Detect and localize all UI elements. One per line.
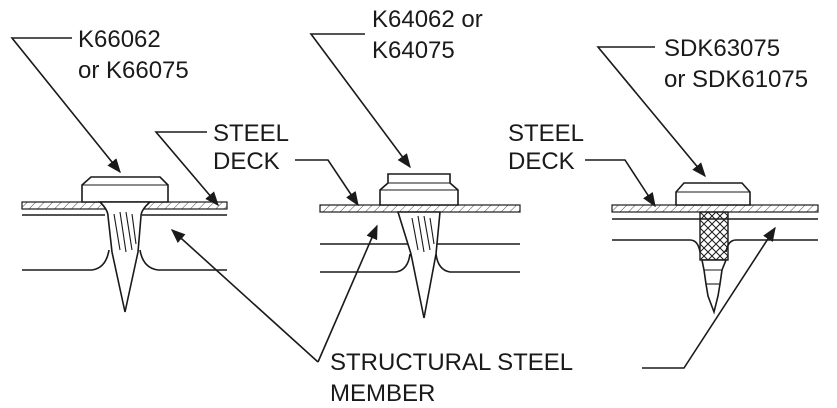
fastener-1-label-line2: or K66075	[78, 57, 189, 84]
steel-deck-2-label-line2: DECK	[508, 148, 575, 175]
fastener-3-label-line1: SDK63075	[664, 35, 780, 62]
fastener-3-knurl	[699, 211, 729, 261]
fastener-1-label-line1: K66062	[78, 26, 161, 53]
steel-deck-3	[611, 204, 819, 213]
fastener-3-assembly	[611, 182, 819, 315]
steel-deck-1-label-line1: STEEL	[213, 120, 289, 147]
leader-lines	[10, 33, 776, 369]
fastener-2-shank	[396, 211, 441, 319]
structural-member-bottom-2	[320, 253, 520, 273]
fastener-1-assembly	[21, 176, 228, 313]
labels: K66062 or K66075 K64062 or K64075 SDK630…	[78, 6, 808, 407]
fastener-3-label-line2: or SDK61075	[664, 66, 808, 93]
fastener-3-pin	[701, 259, 728, 315]
steel-deck-2	[319, 204, 521, 213]
fastener-2-label-line1: K64062 or	[372, 6, 483, 33]
fastener-2-assembly	[319, 173, 521, 319]
fastener-2-label-line2: K64075	[372, 37, 455, 64]
structural-member-label-line2: MEMBER	[330, 380, 435, 407]
structural-member-bottom-1	[22, 249, 227, 271]
steel-deck-2-label-line1: STEEL	[508, 120, 584, 147]
fastener-3-head	[675, 182, 751, 206]
steel-deck-1-label-line2: DECK	[213, 148, 280, 175]
fastener-1-head	[81, 176, 169, 203]
fastener-1-shank	[98, 201, 153, 313]
structural-member-label-line1: STRUCTURAL STEEL	[330, 349, 573, 376]
